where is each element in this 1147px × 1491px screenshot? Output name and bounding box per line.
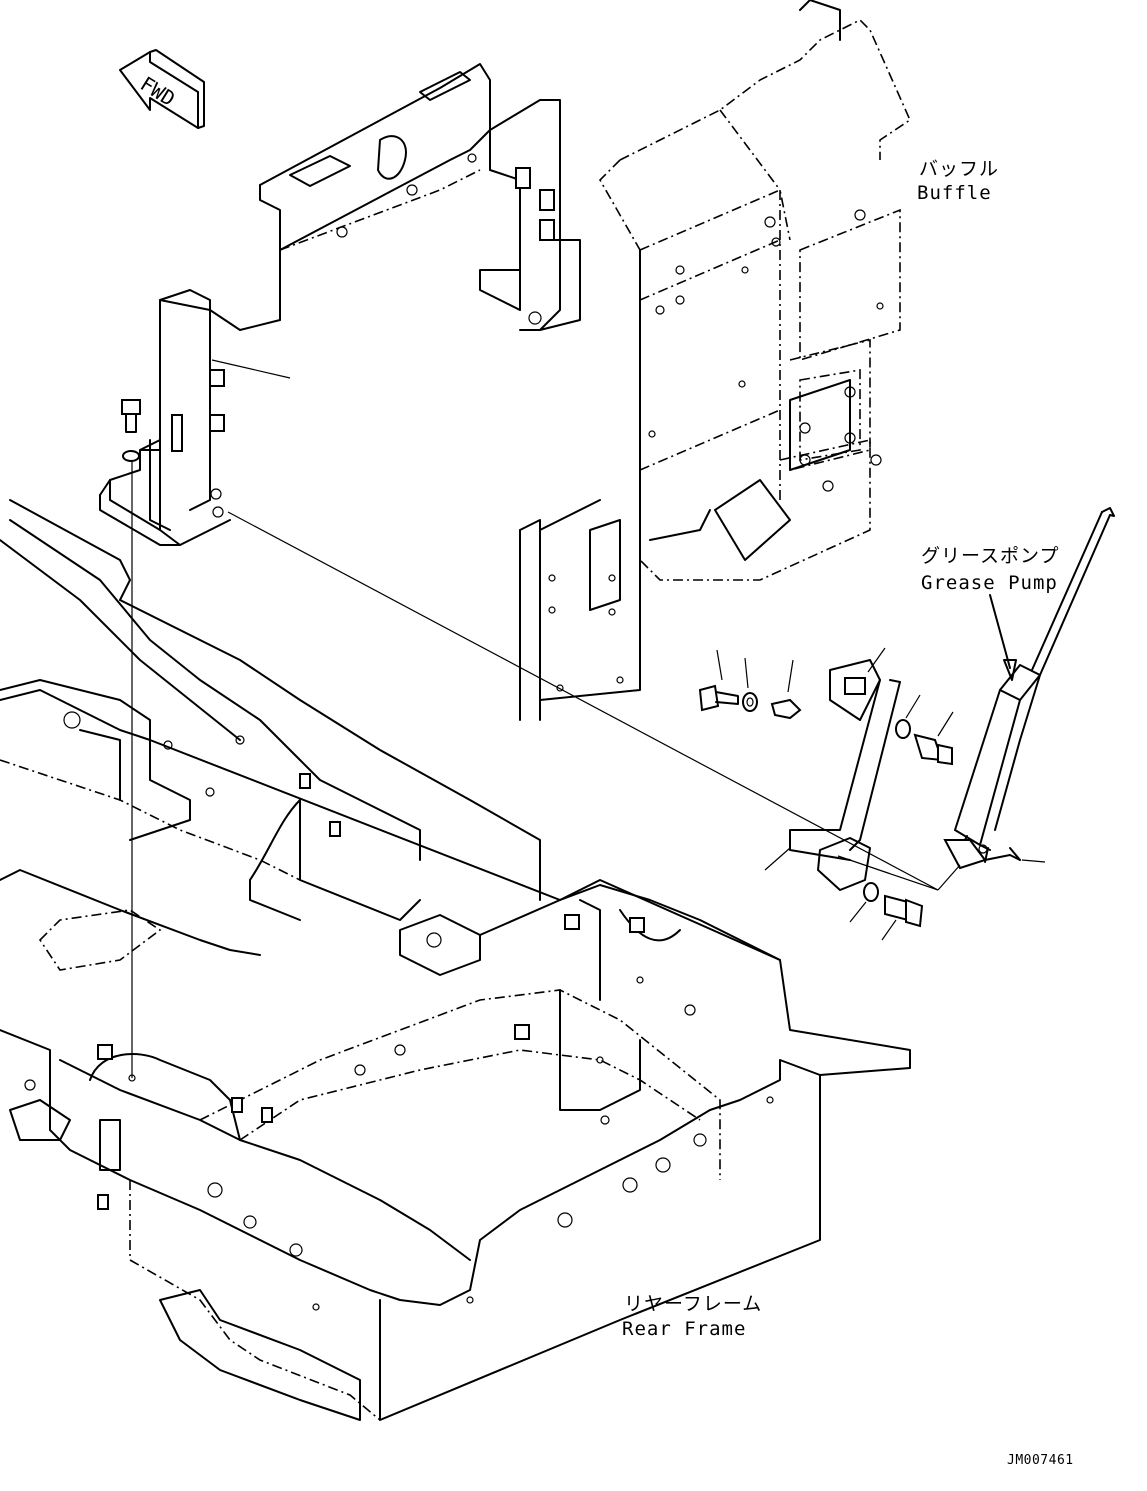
grease-pump-drawing (954, 507, 1115, 863)
drawing-code: JM007461 (1007, 1453, 1074, 1468)
baffle-label-en: Buffle (917, 182, 992, 204)
upper-frame-drawing (99, 63, 581, 546)
rear-frame-drawing (0, 499, 911, 1421)
rear-frame-label-en: Rear Frame (622, 1318, 747, 1340)
grease-pump-label-en: Grease Pump (921, 572, 1058, 594)
assembly-lines (121, 359, 939, 1082)
bracket-assembly-drawing (698, 647, 1046, 941)
baffle-label-jp: バッフル (919, 158, 1000, 180)
baffle-drawing (519, 0, 912, 721)
rear-frame-label-jp: リヤーフレーム (624, 1293, 763, 1315)
grease-pump-label-jp: グリースポンプ (921, 545, 1060, 567)
fwd-arrow-icon: FWD (119, 49, 205, 129)
